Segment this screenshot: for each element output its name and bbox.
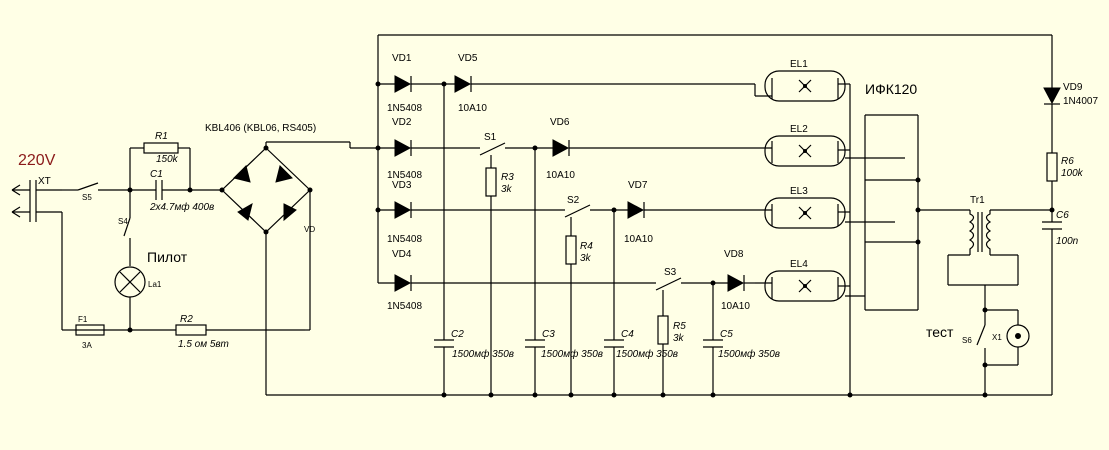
el1-label: EL1 xyxy=(790,59,808,70)
el4-label: EL4 xyxy=(790,259,808,270)
r3-label: R3 xyxy=(501,172,514,183)
test-label: тест xyxy=(926,324,954,340)
vd2-label: VD2 xyxy=(392,117,412,128)
resistor-r6 xyxy=(1046,152,1058,222)
capacitor-c2 xyxy=(434,84,454,395)
s6-label: S6 xyxy=(962,336,972,345)
vd8-part: 10A10 xyxy=(721,301,750,312)
la1-label: La1 xyxy=(148,280,162,289)
flash-lamp-el3 xyxy=(755,197,895,229)
input-section: 220V XT S5 R1 150k C1 2x4.7мф 400в S4 xyxy=(11,131,305,350)
vd8-label: VD8 xyxy=(724,249,744,260)
vd6-label: VD6 xyxy=(550,117,570,128)
c2-label: C2 xyxy=(451,329,464,340)
resistor-r1 xyxy=(143,142,179,154)
channel-3: VD3 1N5408 S2 VD7 10A10 xyxy=(378,180,755,245)
vd-label: VD xyxy=(304,225,315,234)
r6-label: R6 xyxy=(1061,156,1074,167)
switch-s3 xyxy=(655,277,682,291)
flash-lamp-el1 xyxy=(754,70,851,395)
vd4-part: 1N5408 xyxy=(387,301,422,312)
vd3-label: VD3 xyxy=(392,180,412,191)
s1-label: S1 xyxy=(484,132,497,143)
resistor-r5 xyxy=(657,290,669,395)
vd4-label: VD4 xyxy=(392,249,412,260)
mains-voltage-label: 220V xyxy=(18,152,56,169)
trigger-bus xyxy=(864,114,970,311)
main-bus xyxy=(266,34,1053,396)
r6-value: 100k xyxy=(1061,168,1084,179)
r2-label: R2 xyxy=(180,314,193,325)
r5-label: R5 xyxy=(673,321,686,332)
connector-label: XT xyxy=(38,176,51,187)
pilot-lamp-la1 xyxy=(114,266,146,298)
c3-value: 1500мф 350в xyxy=(541,348,603,360)
flash-lamp-el2 xyxy=(755,135,905,167)
r1-label: R1 xyxy=(155,131,168,142)
resistor-r4 xyxy=(565,217,577,395)
c4-label: C4 xyxy=(621,329,634,340)
c4-value: 1500мф 350в xyxy=(616,348,678,360)
capacitor-c4 xyxy=(604,210,624,395)
c6-label: C6 xyxy=(1056,210,1069,221)
capacitor-c5 xyxy=(703,283,723,395)
lamp-type-label: ИФК120 xyxy=(865,81,917,97)
channel-4: VD4 1N5408 S3 VD8 10A10 xyxy=(378,249,755,312)
vd1-part: 1N5408 xyxy=(387,103,422,114)
channel-2: VD2 1N5408 S1 VD6 10A10 xyxy=(378,117,755,181)
switch-s4 xyxy=(123,217,131,237)
c5-label: C5 xyxy=(720,329,733,340)
switch-s2 xyxy=(564,204,591,218)
s5-label: S5 xyxy=(82,193,92,202)
pilot-label: Пилот xyxy=(147,249,188,265)
capacitor-c1 xyxy=(155,180,163,200)
switch-s5 xyxy=(62,182,130,191)
vd6-part: 10A10 xyxy=(546,170,575,181)
mains-connector xyxy=(11,180,62,222)
channel-1: VD1 1N5408 VD5 10A10 xyxy=(378,53,755,114)
r5-value: 3k xyxy=(673,333,685,344)
switch-s1 xyxy=(479,142,506,156)
f1-value: 3A xyxy=(82,341,92,350)
s2-label: S2 xyxy=(567,195,580,206)
c6-value: 100n xyxy=(1056,236,1079,247)
vd2-part: 1N5408 xyxy=(387,170,422,181)
bridge-label: KBL406 (KBL06, RS405) xyxy=(205,123,316,134)
c1-label: C1 xyxy=(150,169,163,180)
tr1-label: Tr1 xyxy=(970,195,985,206)
vd5-label: VD5 xyxy=(458,53,478,64)
c5-value: 1500мф 350в xyxy=(718,348,780,360)
resistor-r3 xyxy=(485,155,497,395)
r1-value: 150k xyxy=(156,154,179,165)
test-switch-s6 xyxy=(976,309,1030,395)
vd3-part: 1N5408 xyxy=(387,234,422,245)
s3-label: S3 xyxy=(664,267,677,278)
vd5-part: 10A10 xyxy=(458,103,487,114)
vd9-label: VD9 xyxy=(1063,82,1083,93)
trigger-transformer-tr1 xyxy=(947,209,1052,310)
s4-label: S4 xyxy=(118,217,128,226)
r4-label: R4 xyxy=(580,241,593,252)
capacitor-c3 xyxy=(525,148,545,395)
r4-value: 3k xyxy=(580,253,592,264)
r3-value: 3k xyxy=(501,184,513,195)
capacitor-c6 xyxy=(1042,221,1062,395)
f1-label: F1 xyxy=(78,315,88,324)
vd7-part: 10A10 xyxy=(624,234,653,245)
c1-value: 2x4.7мф 400в xyxy=(149,201,214,213)
resistor-r2 xyxy=(175,324,207,336)
diode-bridge xyxy=(221,141,378,395)
el3-label: EL3 xyxy=(790,186,808,197)
diode-vd9 xyxy=(1043,84,1061,153)
c2-value: 1500мф 350в xyxy=(452,348,514,360)
flash-lamp-el4 xyxy=(755,270,865,302)
el2-label: EL2 xyxy=(790,124,808,135)
r2-value: 1.5 ом 5вт xyxy=(178,339,229,350)
c3-label: C3 xyxy=(542,329,555,340)
vd9-value: 1N4007 xyxy=(1063,96,1098,107)
vd1-label: VD1 xyxy=(392,53,412,64)
x1-label: X1 xyxy=(992,333,1002,342)
vd7-label: VD7 xyxy=(628,180,648,191)
